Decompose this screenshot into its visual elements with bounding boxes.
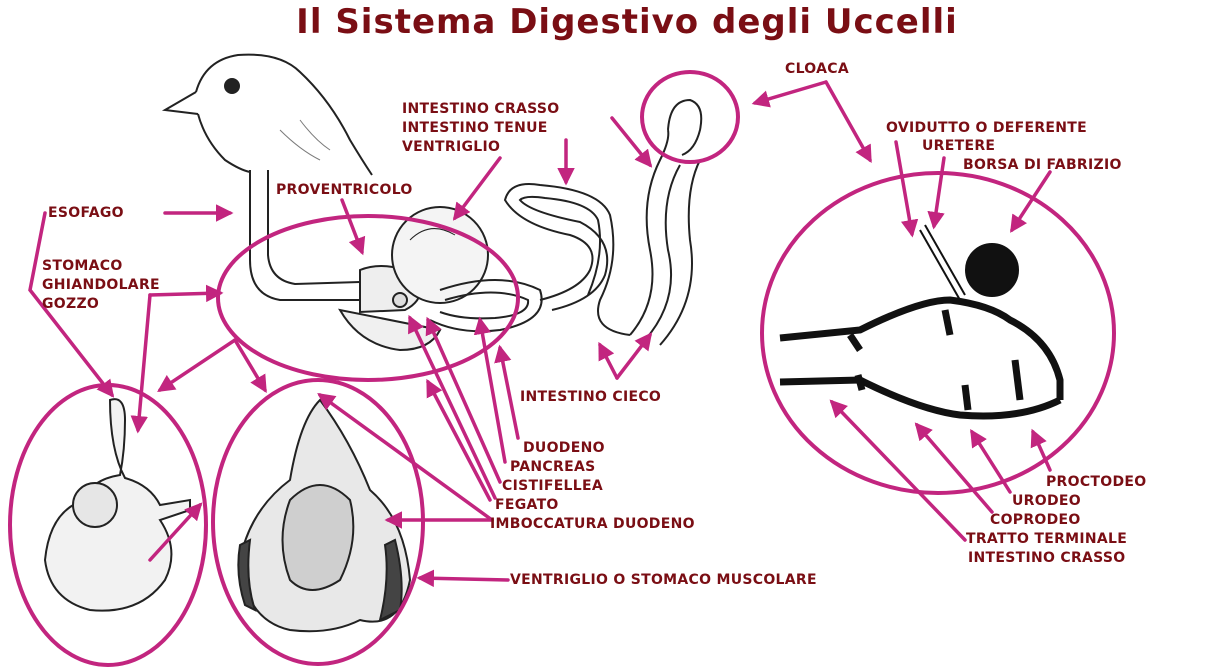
label-duodeno: DUODENO xyxy=(523,440,605,456)
gizzard-drawing xyxy=(237,398,412,633)
bird-head-drawing xyxy=(161,53,373,176)
crop-drawing xyxy=(43,398,191,612)
label-gozzo: GOZZO xyxy=(42,296,100,312)
label-intestino-crasso-top: INTESTINO CRASSO xyxy=(402,101,560,117)
label-proctodeo: PROCTODEO xyxy=(1046,474,1147,490)
label-cloaca: CLOACA xyxy=(785,61,849,77)
label-intestino-tenue: INTESTINO TENUE xyxy=(402,120,548,136)
label-coprodeo: COPRODEO xyxy=(990,512,1081,528)
label-stomaco: STOMACO xyxy=(42,258,123,274)
label-pancreas: PANCREAS xyxy=(510,459,596,475)
digestive-tract-drawing xyxy=(249,170,543,352)
cloaca-section-circle xyxy=(760,171,1116,495)
cloaca-circle xyxy=(640,70,740,164)
pointer-arrows xyxy=(28,80,1052,588)
label-ovidutto: OVIDUTTO O DEFERENTE xyxy=(886,120,1088,136)
label-borsa-fabrizio: BORSA DI FABRIZIO xyxy=(963,157,1122,173)
label-uretere: URETERE xyxy=(922,138,996,154)
highlight-circles xyxy=(8,70,1116,667)
label-ventriglio: VENTRIGLIO xyxy=(402,139,501,155)
label-cistifellea: CISTIFELLEA xyxy=(502,478,603,494)
label-ventriglio-muscolare: VENTRIGLIO O STOMACO MUSCOLARE xyxy=(510,572,817,588)
gizzard-circle xyxy=(211,378,425,666)
label-fegato: FEGATO xyxy=(495,497,559,513)
label-ghiandolare: GHIANDOLARE xyxy=(42,277,160,293)
intestine-coils-drawing xyxy=(503,98,703,346)
label-intestino-crasso-bottom: INTESTINO CRASSO xyxy=(968,550,1126,566)
diagram-title: Il Sistema Digestivo degli Uccelli xyxy=(296,2,958,42)
label-esofago: ESOFAGO xyxy=(48,205,124,221)
label-intestino-cieco: INTESTINO CIECO xyxy=(520,389,662,405)
label-imboccatura-duodeno: IMBOCCATURA DUODENO xyxy=(490,516,695,532)
label-proventricolo: PROVENTRICOLO xyxy=(276,182,413,198)
cloaca-section-drawing xyxy=(779,224,1064,420)
label-urodeo: URODEO xyxy=(1012,493,1081,509)
label-tratto-terminale: TRATTO TERMINALE xyxy=(966,531,1128,547)
